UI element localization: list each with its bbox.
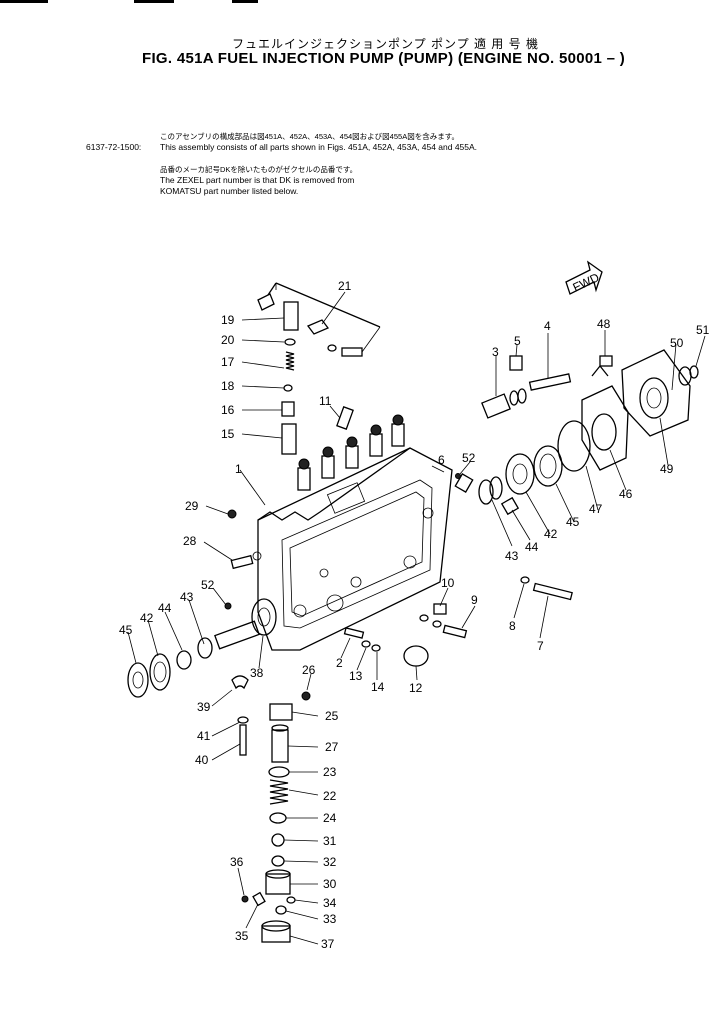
callout-4: 4 <box>544 319 551 333</box>
callout-44-right: 44 <box>525 540 539 554</box>
callout-44-left: 44 <box>158 601 172 615</box>
delivery-valve-holders <box>297 414 405 491</box>
callout-27: 27 <box>325 740 339 754</box>
callout-26: 26 <box>302 663 316 677</box>
callout-8: 8 <box>509 619 516 633</box>
callout-5: 5 <box>514 334 521 348</box>
callout-49: 49 <box>660 462 674 476</box>
callout-52-right: 52 <box>462 451 476 465</box>
title-japanese: フュエルインジェクションポンプ ポンプ 適 用 号 機 <box>232 37 539 51</box>
callout-22: 22 <box>323 789 337 803</box>
callout-45-left: 45 <box>119 623 133 637</box>
callout-43-right: 43 <box>505 549 519 563</box>
callout-14: 14 <box>371 680 385 694</box>
callout-48: 48 <box>597 317 611 331</box>
callout-3: 3 <box>492 345 499 359</box>
assembly-part-number: 6137-72-1500: <box>86 142 142 152</box>
note-en-line-3: KOMATSU part number listed below. <box>160 186 299 196</box>
callout-38: 38 <box>250 666 264 680</box>
callout-18: 18 <box>221 379 235 393</box>
callout-37: 37 <box>321 937 335 951</box>
callout-9: 9 <box>471 593 478 607</box>
callout-32: 32 <box>323 855 337 869</box>
callout-11: 11 <box>319 394 332 408</box>
callout-28: 28 <box>183 534 197 548</box>
callout-7: 7 <box>537 639 544 653</box>
callout-2: 2 <box>336 656 343 670</box>
callout-6: 6 <box>438 453 445 467</box>
callout-31: 31 <box>323 834 337 848</box>
note-en-line-2: The ZEXEL part number is that DK is remo… <box>160 175 355 185</box>
callout-41: 41 <box>197 729 211 743</box>
callout-47: 47 <box>589 502 603 516</box>
callout-42-left: 42 <box>140 611 154 625</box>
callout-numbers: 1 2 3 4 5 6 7 8 9 10 11 12 13 14 15 16 1… <box>119 279 710 951</box>
callout-13: 13 <box>349 669 363 683</box>
callout-43-left: 43 <box>180 590 194 604</box>
callout-30: 30 <box>323 877 337 891</box>
callout-12: 12 <box>409 681 423 695</box>
lower-part-stack <box>241 691 311 943</box>
callout-24: 24 <box>323 811 337 825</box>
callout-39: 39 <box>197 700 211 714</box>
callout-42-right: 42 <box>544 527 558 541</box>
leader-lines <box>127 283 706 945</box>
top-border-mark-2 <box>134 0 174 3</box>
pump-housing <box>251 414 453 651</box>
callout-23: 23 <box>323 765 337 779</box>
callout-50: 50 <box>670 336 684 350</box>
left-shaft-assembly <box>127 602 260 756</box>
forward-direction-arrow: FWD <box>565 260 603 295</box>
top-border-mark-3 <box>232 0 258 3</box>
callout-36: 36 <box>230 855 244 869</box>
figure-title: FIG. 451A FUEL INJECTION PUMP (PUMP) (EN… <box>142 50 626 67</box>
callout-10: 10 <box>441 576 455 590</box>
top-border-mark-1 <box>0 0 48 3</box>
callout-35: 35 <box>235 929 249 943</box>
fwd-label: FWD <box>571 270 602 294</box>
callout-19: 19 <box>221 313 235 327</box>
callout-52-left: 52 <box>201 578 215 592</box>
callout-45-right: 45 <box>566 515 580 529</box>
callout-33: 33 <box>323 912 337 926</box>
callout-15: 15 <box>221 427 235 441</box>
note-jp-line-1: このアセンブリの構成部品は図451A、452A、453A、454図および図455… <box>160 132 459 141</box>
callout-29: 29 <box>185 499 199 513</box>
note-jp-line-2: 品番のメーカ記号DKを除いたものがゼクセルの品番です。 <box>160 165 358 174</box>
note-en-line-1: This assembly consists of all parts show… <box>160 142 478 152</box>
callout-25: 25 <box>325 709 339 723</box>
callout-34: 34 <box>323 896 337 910</box>
callout-20: 20 <box>221 333 235 347</box>
callout-1: 1 <box>235 462 242 476</box>
callout-51: 51 <box>696 323 710 337</box>
callout-40: 40 <box>195 753 209 767</box>
right-side-assembly <box>227 349 699 667</box>
callout-46: 46 <box>619 487 633 501</box>
callout-17: 17 <box>221 355 235 369</box>
callout-16: 16 <box>221 403 235 417</box>
delivery-valve-stack <box>257 282 381 455</box>
callout-21: 21 <box>338 279 352 293</box>
